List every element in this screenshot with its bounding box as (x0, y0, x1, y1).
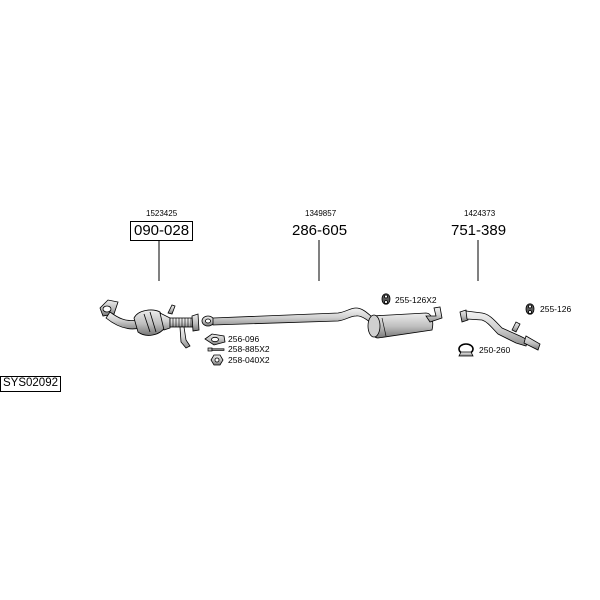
oem-number-label: 1523425 (146, 209, 178, 218)
accessory-part-number[interactable]: 256-096 (228, 334, 260, 344)
nut-icon[interactable] (210, 354, 224, 366)
bolt-icon[interactable] (207, 347, 225, 352)
accessory-part-number[interactable]: 255-126X2 (395, 295, 437, 305)
accessory-part-number[interactable]: 250-260 (479, 345, 511, 355)
part-number-label[interactable]: 090-028 (130, 221, 194, 241)
oem-number-label: 1424373 (464, 209, 496, 218)
rear-muffler-part[interactable] (367, 306, 443, 339)
system-code-label: SYS02092 (0, 376, 61, 392)
pipe-clamp-icon[interactable] (458, 343, 474, 357)
oem-number-label: 1349857 (305, 209, 337, 218)
rubber-hanger-icon[interactable] (525, 303, 535, 315)
part-number-label[interactable]: 286-605 (292, 222, 348, 239)
accessory-part-number[interactable]: 258-885X2 (228, 344, 270, 354)
part-number-label[interactable]: 751-389 (451, 222, 507, 239)
accessory-part-number[interactable]: 258-040X2 (228, 355, 270, 365)
intermediate-pipe-part[interactable] (201, 307, 377, 328)
tail-pipe-part[interactable] (459, 309, 541, 351)
gasket-icon[interactable] (204, 333, 226, 346)
rubber-hanger-icon[interactable] (381, 293, 391, 305)
accessory-part-number[interactable]: 255-126 (540, 304, 572, 314)
catalytic-converter-part[interactable] (99, 299, 200, 349)
